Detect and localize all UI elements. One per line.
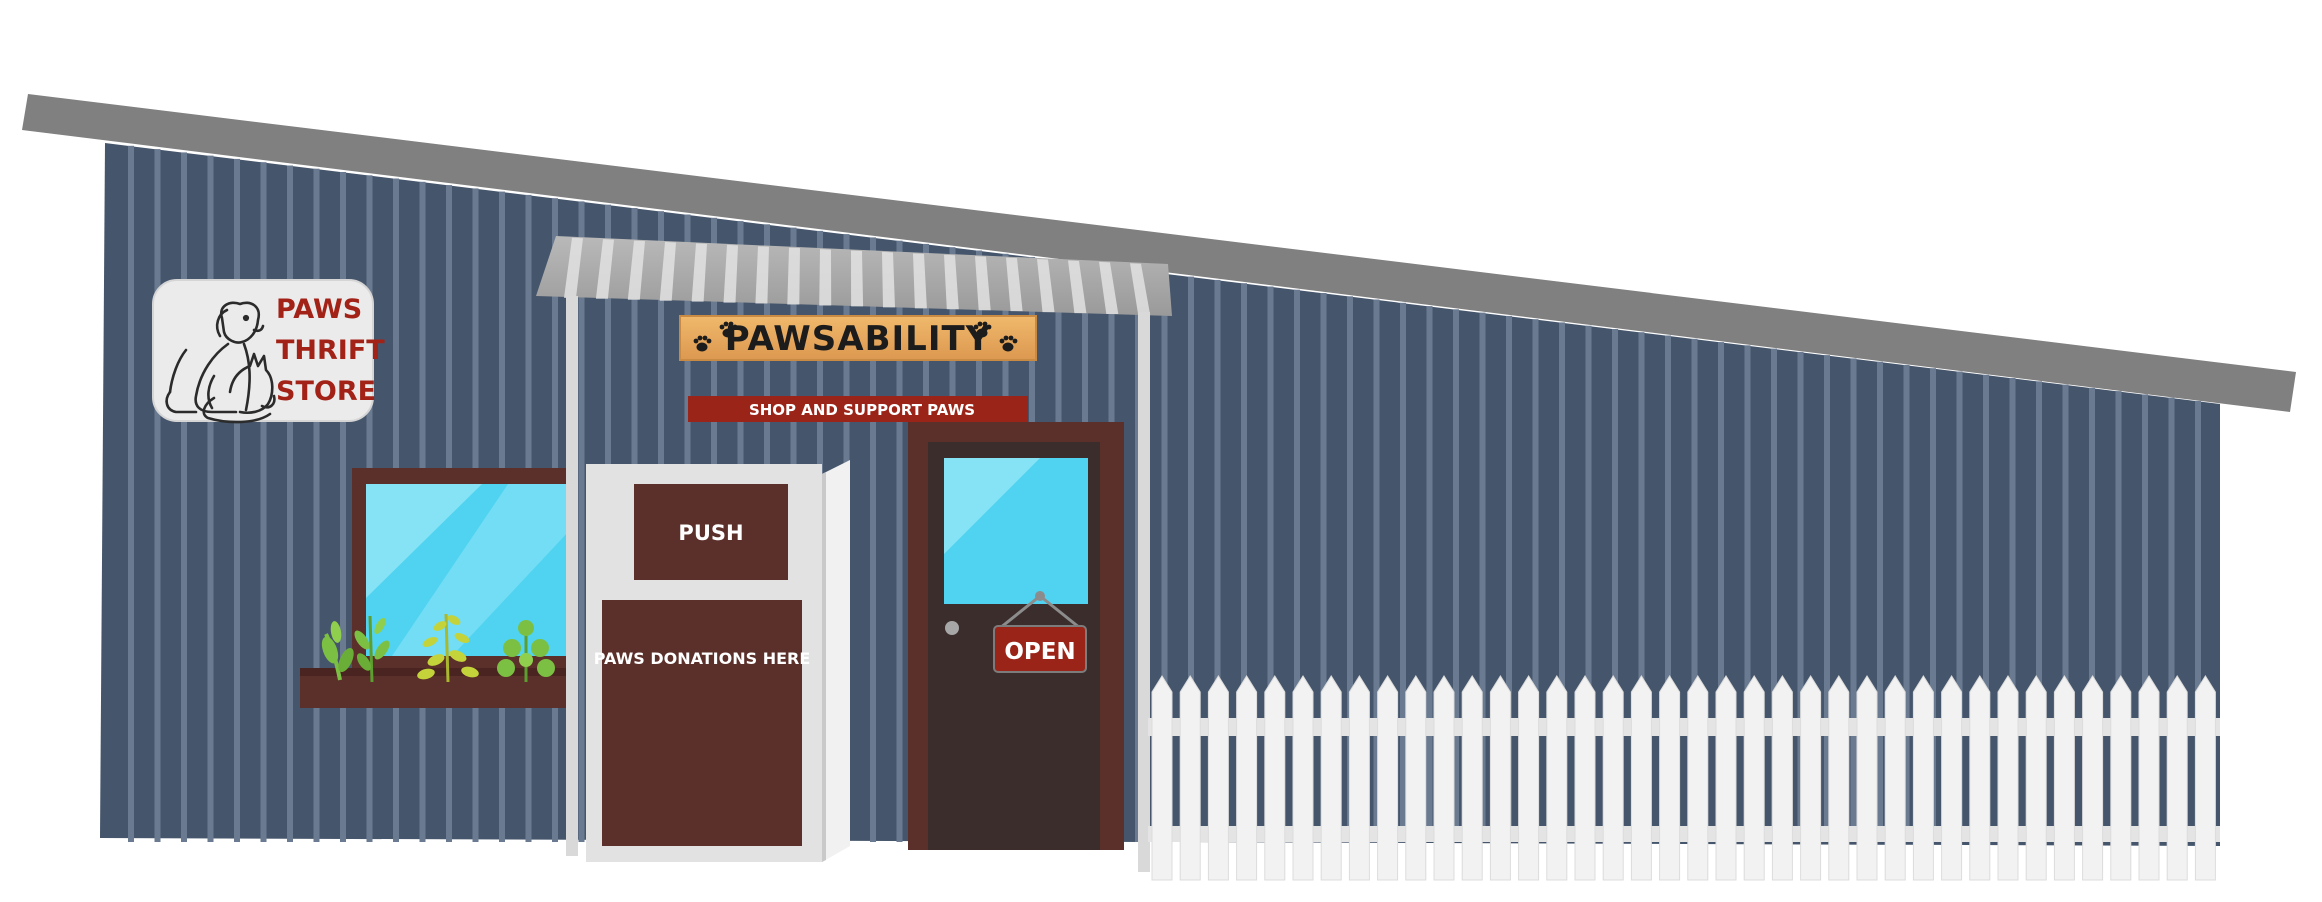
donation-label: PAWS DONATIONS HERE <box>594 649 811 668</box>
dog-and-cat-outline-icon <box>165 301 276 424</box>
plant-icon <box>497 620 555 682</box>
paw-print-icon <box>973 321 1018 352</box>
paw-print-icon <box>693 321 738 352</box>
open-sign-text: OPEN <box>1004 639 1075 665</box>
banner-title: PAWSABILITY <box>725 319 992 359</box>
door-knob[interactable] <box>945 621 959 635</box>
store-sign-line1: PAWS <box>276 294 362 325</box>
roof <box>22 94 2296 412</box>
support-banner: SHOP AND SUPPORT PAWS <box>688 396 1028 422</box>
store-sign: PAWS THRIFT STORE <box>152 279 385 424</box>
open-sign: OPEN <box>993 591 1087 673</box>
pawsability-banner: PAWSABILITY <box>679 315 1037 361</box>
awning-corrugation <box>564 237 1151 315</box>
store-sign-line2: THRIFT <box>276 335 385 366</box>
push-label: PUSH <box>678 521 743 545</box>
donation-slot[interactable] <box>602 600 802 846</box>
planter-box <box>300 613 572 708</box>
donation-box: PUSH PAWS DONATIONS HERE <box>586 460 850 862</box>
plant-icon <box>321 615 390 683</box>
support-banner-text: SHOP AND SUPPORT PAWS <box>749 401 975 419</box>
picket-fence <box>1148 675 2220 881</box>
front-door[interactable]: OPEN <box>908 422 1124 850</box>
store-sign-line3: STORE <box>276 376 376 407</box>
push-panel[interactable] <box>634 484 788 580</box>
plant-icon <box>417 613 479 683</box>
awning <box>536 236 1172 872</box>
